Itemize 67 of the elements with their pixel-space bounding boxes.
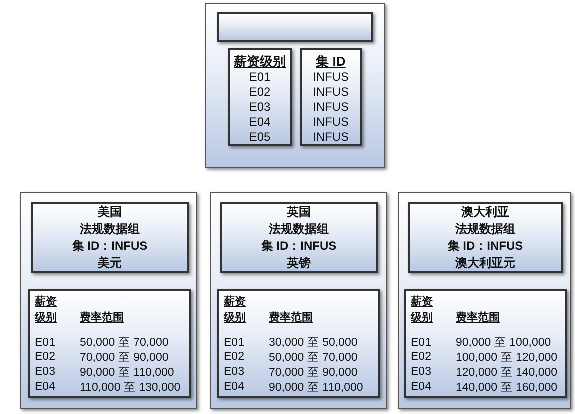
header-text: 美元 bbox=[98, 254, 122, 272]
header-text: 美国 bbox=[98, 204, 122, 220]
table-cell-text: E03 bbox=[35, 365, 56, 380]
column-heading: 费率范围 bbox=[456, 310, 501, 326]
header-text: 集 ID：INFUS bbox=[261, 238, 337, 254]
table-cell-text: 30,000 至 50,000 bbox=[269, 336, 359, 350]
table-cell-text: E01 bbox=[35, 336, 56, 350]
header-box bbox=[217, 12, 373, 42]
column-heading: 薪资级别 bbox=[224, 294, 247, 326]
table-cell-text: 100,000 至 120,000 bbox=[456, 351, 559, 365]
header-box bbox=[220, 202, 378, 273]
table-box bbox=[404, 289, 567, 398]
table-cell-text: E03 bbox=[411, 365, 432, 380]
header-box bbox=[31, 202, 189, 273]
table-cell-text: E01 bbox=[411, 336, 432, 350]
table-cell-text: 120,000 至 140,000 bbox=[456, 366, 559, 380]
column-heading: 费率范围 bbox=[80, 310, 125, 326]
table-box bbox=[217, 289, 380, 398]
group-panel bbox=[205, 3, 385, 168]
header-text: 英镑 bbox=[287, 254, 311, 272]
table-cell-text: 90,000 至 110,000 bbox=[269, 381, 364, 395]
header-text: 英国 bbox=[287, 204, 311, 220]
table-cell-text: E01 bbox=[224, 336, 246, 350]
header-text: 法规数据组 bbox=[80, 220, 140, 238]
column-heading: 薪资级别 bbox=[35, 294, 58, 326]
table-cell-text: 70,000 至 90,000 bbox=[269, 366, 359, 380]
header-text: 澳大利亚 bbox=[462, 204, 510, 220]
column-box bbox=[300, 48, 362, 146]
table-cell: E02 bbox=[249, 85, 271, 100]
table-cell: INFUS bbox=[313, 115, 349, 130]
table-cell-text: E03 bbox=[224, 365, 246, 380]
column-heading: 薪资级别 bbox=[234, 53, 286, 70]
table-cell-text: 50,000 至 70,000 bbox=[80, 336, 170, 350]
table-cell: INFUS bbox=[313, 70, 349, 85]
table-cell-text: E04 bbox=[35, 380, 56, 395]
table-cell: E05 bbox=[249, 130, 271, 145]
table-cell-text: 110,000 至 130,000 bbox=[80, 381, 182, 395]
table-cell-text: 90,000 至 100,000 bbox=[456, 336, 552, 350]
table-cell: INFUS bbox=[313, 85, 349, 100]
header-box bbox=[408, 202, 563, 273]
table-cell: E03 bbox=[249, 100, 271, 115]
header-text: 澳大利亚元 bbox=[456, 254, 516, 272]
column-heading: 集 ID bbox=[316, 53, 346, 70]
table-cell-text: 70,000 至 90,000 bbox=[80, 351, 170, 365]
table-cell-text: E02 bbox=[411, 350, 432, 365]
table-cell-text: E02 bbox=[224, 350, 246, 365]
table-cell: INFUS bbox=[313, 100, 349, 115]
column-heading: 薪资级别 bbox=[411, 294, 434, 326]
table-cell: E01 bbox=[249, 70, 271, 85]
table-box bbox=[28, 289, 191, 398]
column-heading: 费率范围 bbox=[269, 310, 314, 326]
table-cell-text: 140,000 至 160,000 bbox=[456, 381, 559, 395]
header-text: 法规数据组 bbox=[269, 220, 329, 238]
group-panel bbox=[398, 192, 571, 409]
group-panel bbox=[210, 192, 387, 409]
header-text: 集 ID：INFUS bbox=[72, 238, 148, 254]
column-box bbox=[228, 48, 292, 146]
table-cell: INFUS bbox=[313, 130, 349, 145]
table-cell-text: E02 bbox=[35, 350, 56, 365]
table-cell-text: E04 bbox=[411, 380, 432, 395]
header-text: 法规数据组 bbox=[456, 220, 516, 238]
table-cell-text: 90,000 至 110,000 bbox=[80, 366, 176, 380]
table-cell-text: 50,000 至 70,000 bbox=[269, 351, 359, 365]
group-panel bbox=[20, 192, 197, 409]
header-text: 集 ID：INFUS bbox=[448, 238, 524, 254]
table-cell-text: E04 bbox=[224, 380, 246, 395]
table-cell: E04 bbox=[249, 115, 271, 130]
